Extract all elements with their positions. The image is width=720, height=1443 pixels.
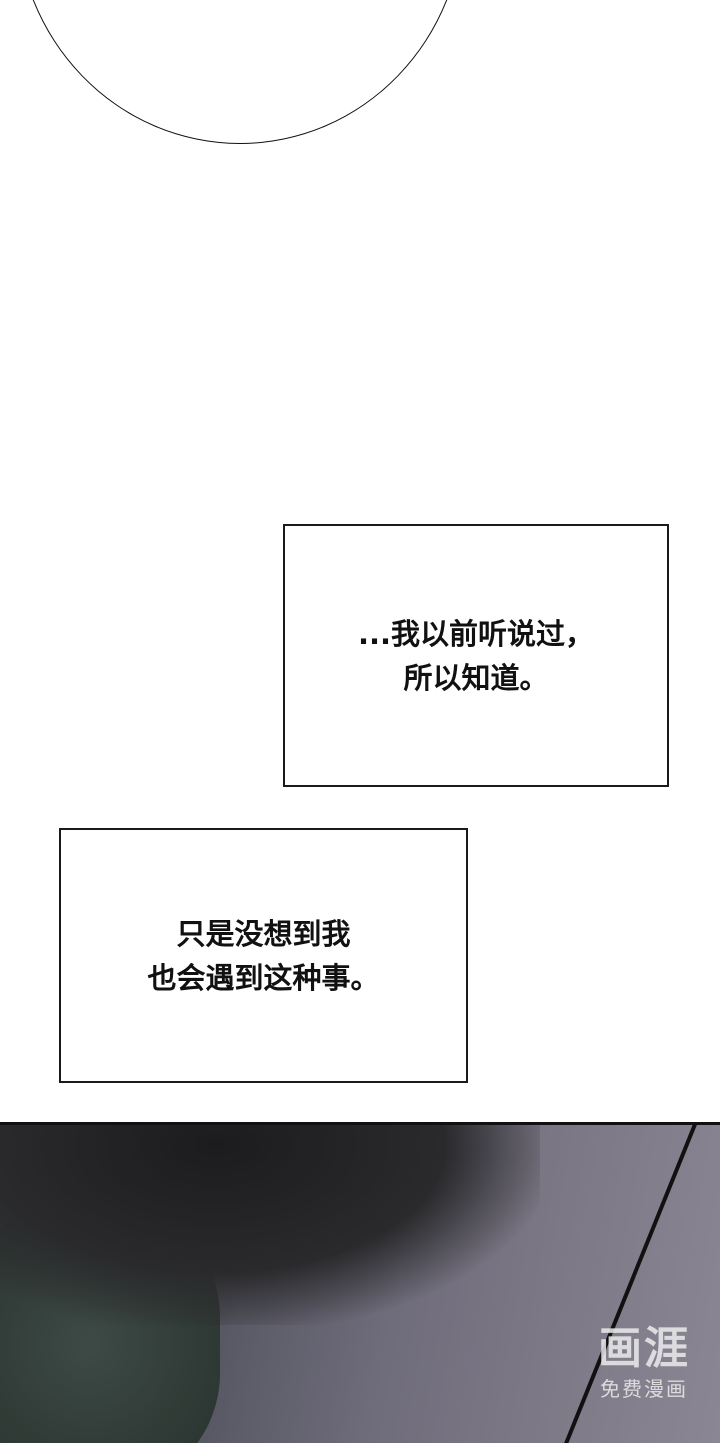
illustration-panel [0, 1122, 720, 1443]
caption-line: 只是没想到我 [176, 916, 351, 951]
caption-line: ...我以前听说过， [357, 616, 595, 651]
caption-line: 所以知道。 [403, 660, 549, 695]
caption-box-1: ...我以前听说过， 所以知道。 [283, 524, 669, 787]
watermark-logo: 画涯 [598, 1323, 690, 1374]
watermark: 画涯 免费漫画 [598, 1325, 690, 1402]
watermark-subtitle: 免费漫画 [600, 1377, 688, 1401]
caption-line: 也会遇到这种事。 [147, 960, 380, 995]
caption-box-2: 只是没想到我也会遇到这种事。 [59, 828, 468, 1083]
hair-illustration [0, 1125, 540, 1325]
speech-bubble [16, 0, 464, 144]
